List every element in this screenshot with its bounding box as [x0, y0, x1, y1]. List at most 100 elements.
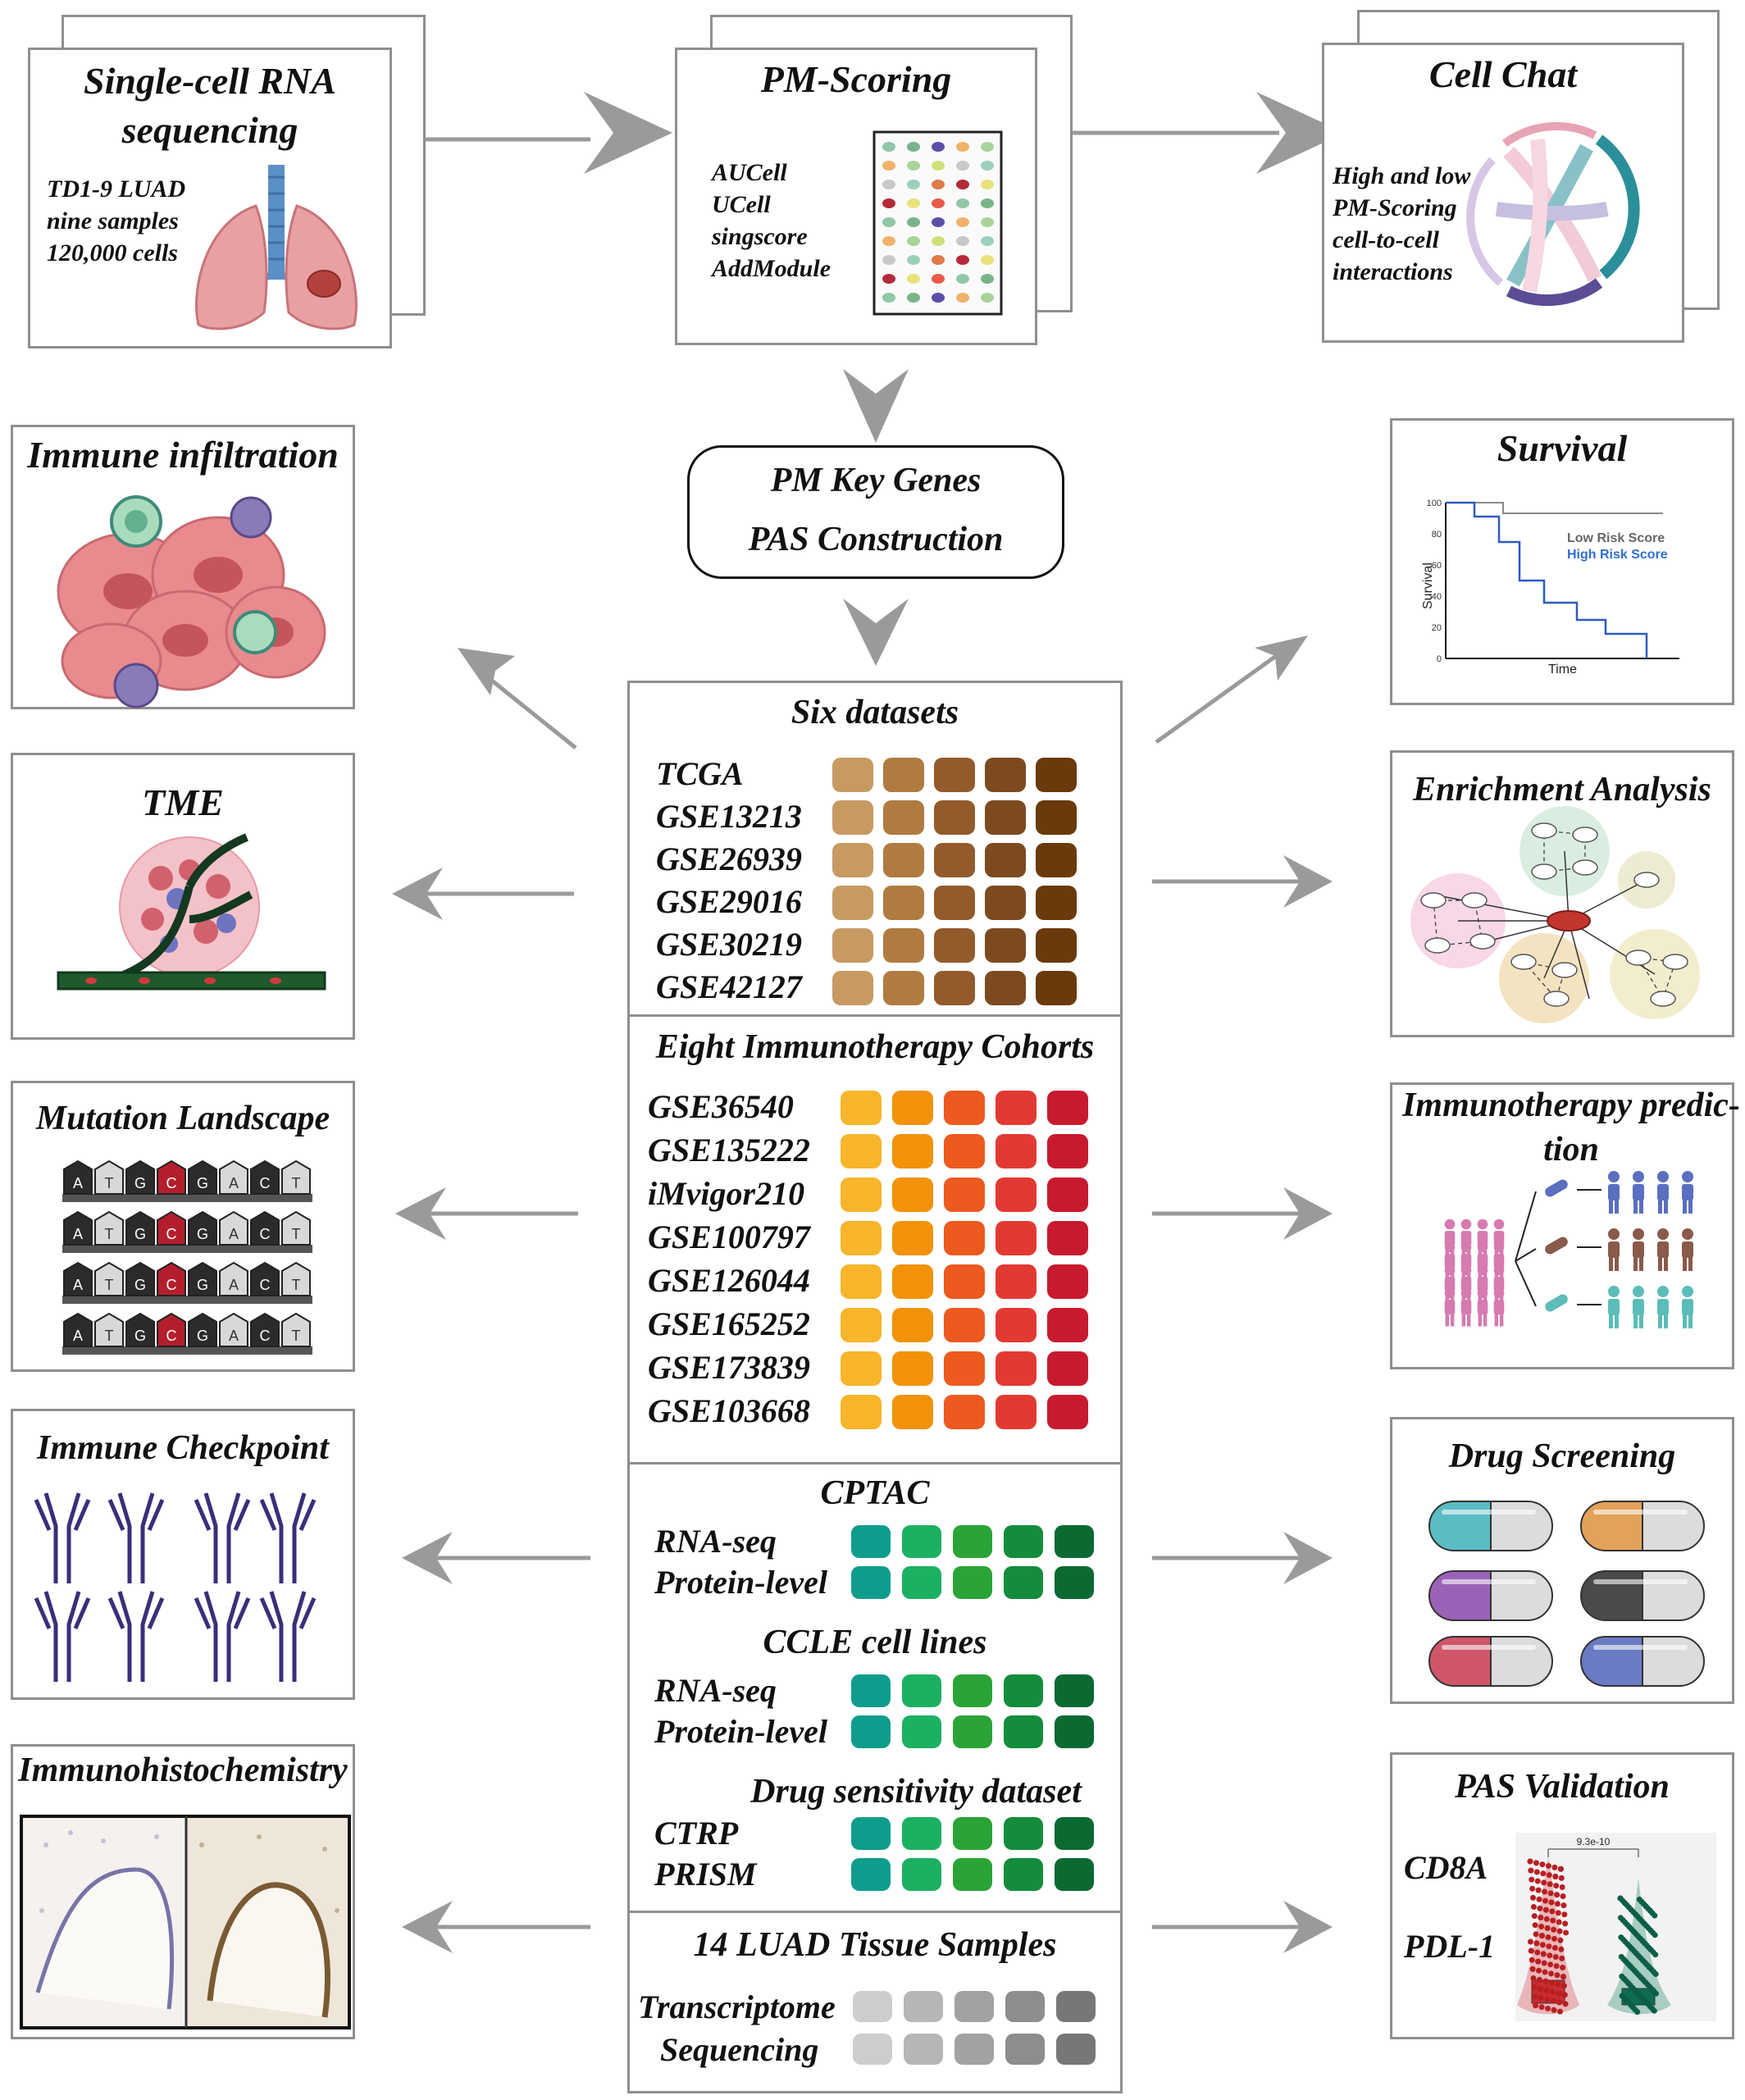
low-risk-legend: Low Risk Score	[1567, 531, 1665, 545]
capsule-icon	[1428, 1636, 1553, 1687]
capsule-icon	[1428, 1501, 1553, 1551]
cohort-row-color-swatch	[1047, 1134, 1088, 1168]
dna-base: G	[197, 1328, 208, 1344]
arrow-head-left	[402, 1532, 453, 1584]
immunotherapy-prediction-panel: Immunotherapy predic- tion	[1390, 1082, 1740, 1369]
scrna-sample-info: TD1-9 LUAD nine samples 120,000 cells	[47, 175, 186, 266]
capsule-icon	[1428, 1570, 1553, 1621]
dataset-row-color-swatch	[985, 971, 1026, 1005]
cohort-row-color-swatch	[1047, 1091, 1088, 1125]
dna-base: G	[134, 1277, 146, 1293]
cohort-row-color-swatch	[996, 1264, 1037, 1299]
omics-color-swatch	[851, 1674, 891, 1707]
tissue-color-swatch	[1056, 1991, 1096, 2022]
dna-base: C	[260, 1277, 271, 1293]
cohort-row-color-swatch	[996, 1221, 1037, 1255]
cohort-row-color-swatch	[1047, 1264, 1088, 1299]
dot	[981, 180, 994, 189]
dot	[981, 161, 994, 171]
omics-color-swatch	[851, 1858, 891, 1891]
omics-color-swatch	[1004, 1817, 1043, 1850]
tissue-color-swatch	[853, 2034, 892, 2065]
arrow-head-diagonal	[1255, 635, 1308, 681]
omics-row-label: PRISM	[654, 1856, 757, 1893]
cohort-row-color-swatch	[944, 1395, 985, 1429]
dot	[981, 255, 994, 265]
cohort-row-label: GSE100797	[648, 1219, 810, 1255]
dot	[882, 255, 895, 265]
dna-base: A	[229, 1226, 239, 1242]
drug-capsules-illustration	[1428, 1501, 1705, 1687]
dot	[956, 236, 969, 246]
cell-chat-panel: Cell Chat High and low PM-Scoring cell-t…	[1322, 43, 1684, 343]
cohort-row-color-swatch	[841, 1351, 882, 1386]
cell-chat-title: Cell Chat	[1428, 53, 1578, 95]
capsule-icon	[1580, 1636, 1705, 1687]
six-datasets-title: Six datasets	[790, 694, 959, 731]
dataset-row-color-swatch	[832, 971, 873, 1005]
patient-response-illustration	[1444, 1171, 1693, 1328]
omics-color-swatch	[953, 1566, 992, 1599]
pas-construction-label: PAS Construction	[748, 521, 1004, 558]
cohort-row-color-swatch	[996, 1395, 1037, 1429]
cohort-row-label: GSE173839	[648, 1349, 810, 1386]
arrow-head-down	[843, 369, 909, 443]
dot	[956, 255, 969, 265]
ytick: 80	[1432, 530, 1442, 540]
divider	[627, 1911, 1123, 1913]
cohort-row-color-swatch	[841, 1134, 882, 1168]
drug-screening-panel: Drug Screening	[1390, 1417, 1734, 1704]
cohort-row-color-swatch	[944, 1308, 985, 1342]
dna-base: T	[105, 1226, 114, 1242]
dna-base: T	[105, 1175, 114, 1191]
dot	[956, 161, 969, 171]
cohort-row-color-swatch	[996, 1178, 1037, 1212]
dataset-row-color-swatch	[832, 886, 873, 920]
cohort-row-color-swatch	[841, 1221, 882, 1255]
cohort-row-color-swatch	[841, 1178, 882, 1212]
omics-color-swatch	[1004, 1858, 1043, 1891]
tumor-microenvironment-illustration	[57, 833, 326, 991]
dna-base: C	[166, 1328, 177, 1344]
omics-color-swatch	[1004, 1525, 1043, 1558]
survival-curve: 100 80 60 40 20 0 Survival Time Low Risk…	[1421, 499, 1679, 676]
cohort-row-color-swatch	[944, 1178, 985, 1212]
dataset-row-color-swatch	[832, 843, 873, 877]
scrna-panel: Single-cell RNA sequencing TD1-9 LUAD ni…	[28, 48, 392, 348]
omics-row-label: RNA-seq	[654, 1672, 777, 1709]
dot	[956, 217, 969, 227]
dot	[907, 161, 920, 171]
dataset-row-color-swatch	[1036, 843, 1077, 877]
dataset-row-color-swatch	[883, 843, 924, 877]
dataset-row-color-swatch	[832, 800, 873, 835]
dot	[932, 180, 945, 189]
dot	[981, 274, 994, 284]
dot	[932, 217, 945, 227]
dna-base: A	[73, 1277, 83, 1293]
cohort-row-label: iMvigor210	[648, 1175, 805, 1212]
survival-panel: Survival 100 80 60 40 20 0 Survival Time…	[1390, 418, 1734, 705]
dataset-row-color-swatch	[985, 843, 1026, 877]
dot	[882, 236, 895, 246]
dataset-row-color-swatch	[1036, 758, 1077, 792]
dataset-row-color-swatch	[934, 843, 975, 877]
dna-base: G	[197, 1277, 208, 1293]
dataset-row-color-swatch	[832, 928, 873, 963]
arrow-head-right	[1283, 1187, 1333, 1240]
omics-row-label: Protein-level	[654, 1713, 828, 1750]
omics-color-swatch	[1055, 1674, 1094, 1707]
omics-color-swatch	[1055, 1566, 1094, 1599]
pas-validation-title: PAS Validation	[1455, 1768, 1670, 1806]
cohort-row-color-swatch	[841, 1091, 882, 1125]
dna-base: G	[197, 1175, 208, 1191]
dot	[956, 142, 969, 152]
violin-box-plot: 9.3e-10	[1515, 1833, 1716, 2021]
cohort-row-color-swatch	[841, 1308, 882, 1342]
antibody-icon	[107, 1492, 165, 1583]
ccle-title: CCLE cell lines	[763, 1624, 987, 1661]
cohort-row-color-swatch	[944, 1221, 985, 1255]
dataset-row-color-swatch	[934, 758, 975, 792]
arrow-head-left	[402, 1901, 453, 1953]
lung-icon	[195, 165, 358, 330]
